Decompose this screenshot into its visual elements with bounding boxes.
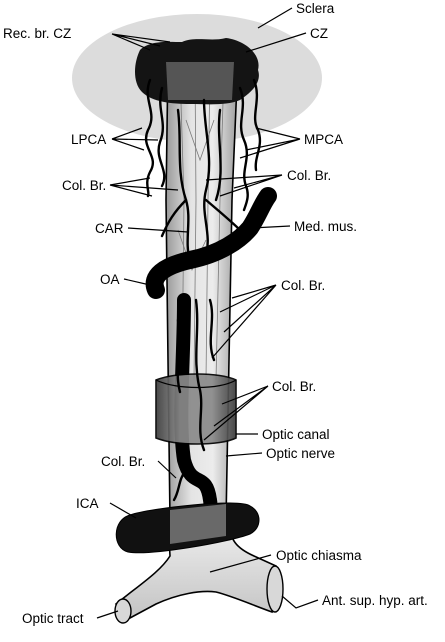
ica-label: ICA [76,496,99,511]
optic-nerve-label: Optic nerve [266,446,335,461]
ant-sup-hyp-art-label: Ant. sup. hyp. art. [322,593,428,608]
med-mus-label: Med. mus. [294,219,357,234]
col-br-lower-right-label: Col. Br. [272,379,316,394]
optic-tract-label: Optic tract [22,611,84,626]
car-label: CAR [95,221,124,236]
oa-vessel-shape [145,187,277,299]
branch-vessels [144,78,262,502]
optic-canal-shape [155,373,237,445]
col-br-upper-right-label: Col. Br. [287,168,331,183]
optic-canal-label: Optic canal [262,427,330,442]
mpca-label: MPCA [304,132,343,147]
col-br-lower-left-label: Col. Br. [101,454,145,469]
sclera-label: Sclera [296,1,335,16]
rec-br-cz-label: Rec. br. CZ [3,26,71,41]
optic-chiasma-label: Optic chiasma [276,548,362,563]
leader-lines [96,7,319,619]
cz-label: CZ [310,26,328,41]
optic-chiasma-shape [114,519,277,619]
col-br-middle-right-label: Col. Br. [281,278,325,293]
col-br-upper-left-label: Col. Br. [62,178,106,193]
oa-label: OA [100,272,120,287]
cz-ring-shape [135,38,259,105]
lpca-label: LPCA [71,132,106,147]
